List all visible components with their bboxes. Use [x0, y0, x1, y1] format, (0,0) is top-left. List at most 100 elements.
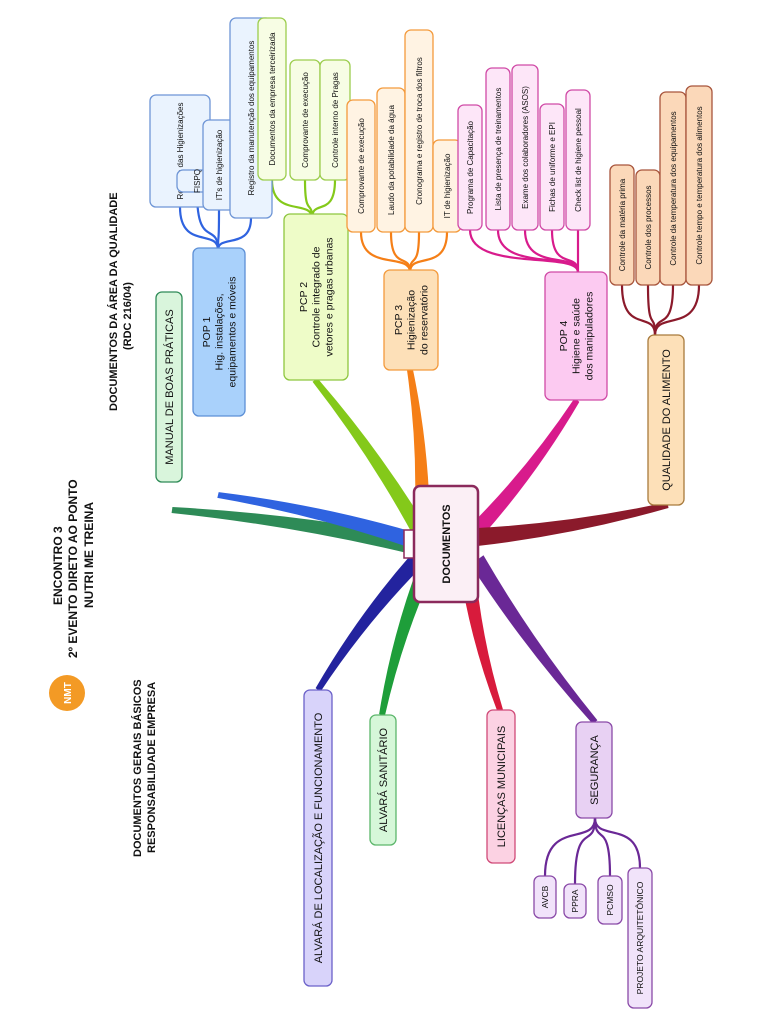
seguranca-child-label: PCMSO [605, 884, 615, 916]
title-encontro-line3: NUTRI ME TREINA [82, 502, 96, 608]
central-node[interactable]: DOCUMENTOS [403, 484, 480, 604]
node-alvara-san-box [369, 714, 397, 846]
seguranca-child-box [563, 883, 587, 919]
pcp2-child-label: Controle interno de Pragas [331, 72, 340, 168]
qualidade-child[interactable]: Controle dos processos [635, 169, 661, 286]
seguranca-child[interactable]: PPRA [563, 883, 587, 919]
node-pop1-label: POP 1 [201, 316, 213, 347]
node-alvara-loc[interactable]: ALVARÁ DE LOCALIZAÇÃO E FUNCIONAMENTO [303, 689, 333, 987]
title-quality-line1: DOCUMENTOS DA ÁREA DA QUALIDADE [107, 192, 120, 411]
node-pcp3-label: PCP 3 [393, 305, 405, 335]
seguranca-child-box [627, 867, 653, 1009]
qualidade-child[interactable]: Controle da temperatura dos equipamentos [659, 91, 687, 286]
title-encontro-line2: 2º EVENTO DIRETO AO PONTO [66, 479, 80, 658]
link-seguranca-3 [593, 817, 642, 869]
branch-alvara-san [379, 562, 435, 716]
pop4-child[interactable]: Exame dos colaboradores (ASOS) [511, 64, 539, 231]
pcp3-child-label: Cronograma e registro de troca dos filtr… [415, 57, 424, 205]
title-encontro: ENCONTRO 3 2º EVENTO DIRETO AO PONTO NUT… [51, 479, 96, 658]
seguranca-child[interactable]: AVCB [533, 875, 557, 919]
node-pop1-box [192, 247, 246, 417]
title-basic-docs: DOCUMENTOS GERAIS BÁSICOS RESPONSABILIDA… [131, 679, 158, 857]
pcp3-child-label: Laudo da potabilidade da água [387, 105, 396, 215]
link-pcp3-0 [359, 231, 412, 273]
pop1-child[interactable]: IT's de higienização [202, 119, 236, 211]
node-pop1-label: equipamentos e móveis [226, 277, 238, 388]
seguranca-child-box [597, 875, 623, 925]
pcp3-child[interactable]: Comprovante de execução [346, 99, 376, 233]
title-basic-line1: DOCUMENTOS GERAIS BÁSICOS [131, 679, 144, 857]
node-seguranca[interactable]: SEGURANÇA [575, 721, 613, 819]
pcp2-child-box [257, 17, 287, 181]
pcp2-child[interactable]: Documentos da empresa terceirizada [257, 17, 287, 181]
pop4-child-box [511, 64, 539, 231]
pop4-child-box [539, 103, 565, 231]
branch-qualidade [475, 502, 669, 546]
link-pop1-2 [216, 209, 221, 251]
nmt-logo: NMT [49, 675, 85, 711]
pcp3-child[interactable]: Laudo da potabilidade da água [376, 87, 406, 233]
node-licencas[interactable]: LICENÇAS MUNICIPAIS [486, 709, 516, 864]
link-qualidade-3 [653, 284, 701, 336]
node-pop4-label: Higiene e saúde [571, 298, 583, 374]
node-alvara-loc-label: ALVARÁ DE LOCALIZAÇÃO E FUNCIONAMENTO [312, 712, 325, 963]
qualidade-child-box [685, 85, 713, 286]
qualidade-child-label: Controle dos processos [644, 185, 653, 269]
node-alvara-san-label: ALVARÁ SANITÁRIO [377, 728, 390, 833]
title-quality: DOCUMENTOS DA ÁREA DA QUALIDADE (RDC 216… [107, 192, 134, 411]
link-pcp3-3 [408, 231, 449, 273]
pcp3-child-box [404, 29, 434, 233]
link-pcp2-1 [303, 179, 314, 219]
pcp3-child[interactable]: IT de higienização [432, 139, 462, 233]
node-qualidade[interactable]: QUALIDADE DO ALIMENTO [647, 334, 685, 506]
pop4-child[interactable]: Check list de higiene pessoal [565, 89, 591, 231]
branch-pop1 [217, 492, 414, 548]
pop4-child-label: Fichas de uniforme e EPI [548, 122, 557, 212]
seguranca-child[interactable]: PROJETO ARQUITETÔNICO [627, 867, 653, 1009]
pop1-child-label: Registro da manutenção dos equipamentos [247, 41, 256, 196]
branch-pop4 [470, 398, 580, 535]
pop1-child-label: IT's de higienização [215, 129, 224, 200]
central-node-label: DOCUMENTOS [441, 504, 453, 583]
pop1-child-label: Registro das Higienizações [176, 103, 185, 200]
qualidade-child-box [609, 164, 635, 286]
qualidade-child[interactable]: Controle tempo e temperatura dos aliment… [685, 85, 713, 286]
qualidade-child-label: Controle da temperatura dos equipamentos [669, 111, 678, 265]
pcp2-child[interactable]: Controle interno de Pragas [319, 59, 351, 181]
node-seguranca-box [575, 721, 613, 819]
seguranca-child-label: PPRA [570, 889, 580, 912]
node-alvara-san[interactable]: ALVARÁ SANITÁRIO [369, 714, 397, 846]
node-qualidade-label: QUALIDADE DO ALIMENTO [661, 349, 673, 491]
nmt-logo-circle [49, 675, 85, 711]
node-pcp2-box [283, 213, 349, 381]
branch-lines [171, 179, 701, 885]
node-manual-label: MANUAL DE BOAS PRÁTICAS [163, 309, 176, 464]
branch-manual [171, 507, 414, 554]
pcp3-child[interactable]: Cronograma e registro de troca dos filtr… [404, 29, 434, 233]
pcp3-child-label: Comprovante de execução [357, 118, 366, 214]
pcp2-child[interactable]: Comprovante de execução [289, 59, 321, 181]
node-manual[interactable]: MANUAL DE BOAS PRÁTICAS [155, 291, 183, 483]
seguranca-child[interactable]: PCMSO [597, 875, 623, 925]
nmt-logo-text: NMT [63, 682, 74, 704]
node-pop4-label: dos manipuladores [583, 292, 595, 381]
title-encontro-line1: ENCONTRO 3 [51, 526, 65, 605]
pop4-child[interactable]: Fichas de uniforme e EPI [539, 103, 565, 231]
pop4-child-label: Programa de Capacitação [466, 120, 475, 213]
qualidade-child-label: Controle tempo e temperatura dos aliment… [695, 106, 704, 264]
link-seguranca-1 [573, 817, 597, 885]
node-alvara-loc-box [303, 689, 333, 987]
qualidade-child[interactable]: Controle da matéria prima [609, 164, 635, 286]
pop4-child[interactable]: Lista de presença de treinamentos [485, 67, 511, 231]
pop4-child[interactable]: Programa de Capacitação [457, 104, 483, 231]
node-pcp3-label: do reservatório [418, 285, 430, 355]
node-licencas-box [486, 709, 516, 864]
pcp2-child-label: Documentos da empresa terceirizada [268, 32, 277, 166]
link-pcp2-2 [310, 179, 337, 219]
pop4-child-box [457, 104, 483, 231]
link-pop1-3 [216, 217, 253, 251]
